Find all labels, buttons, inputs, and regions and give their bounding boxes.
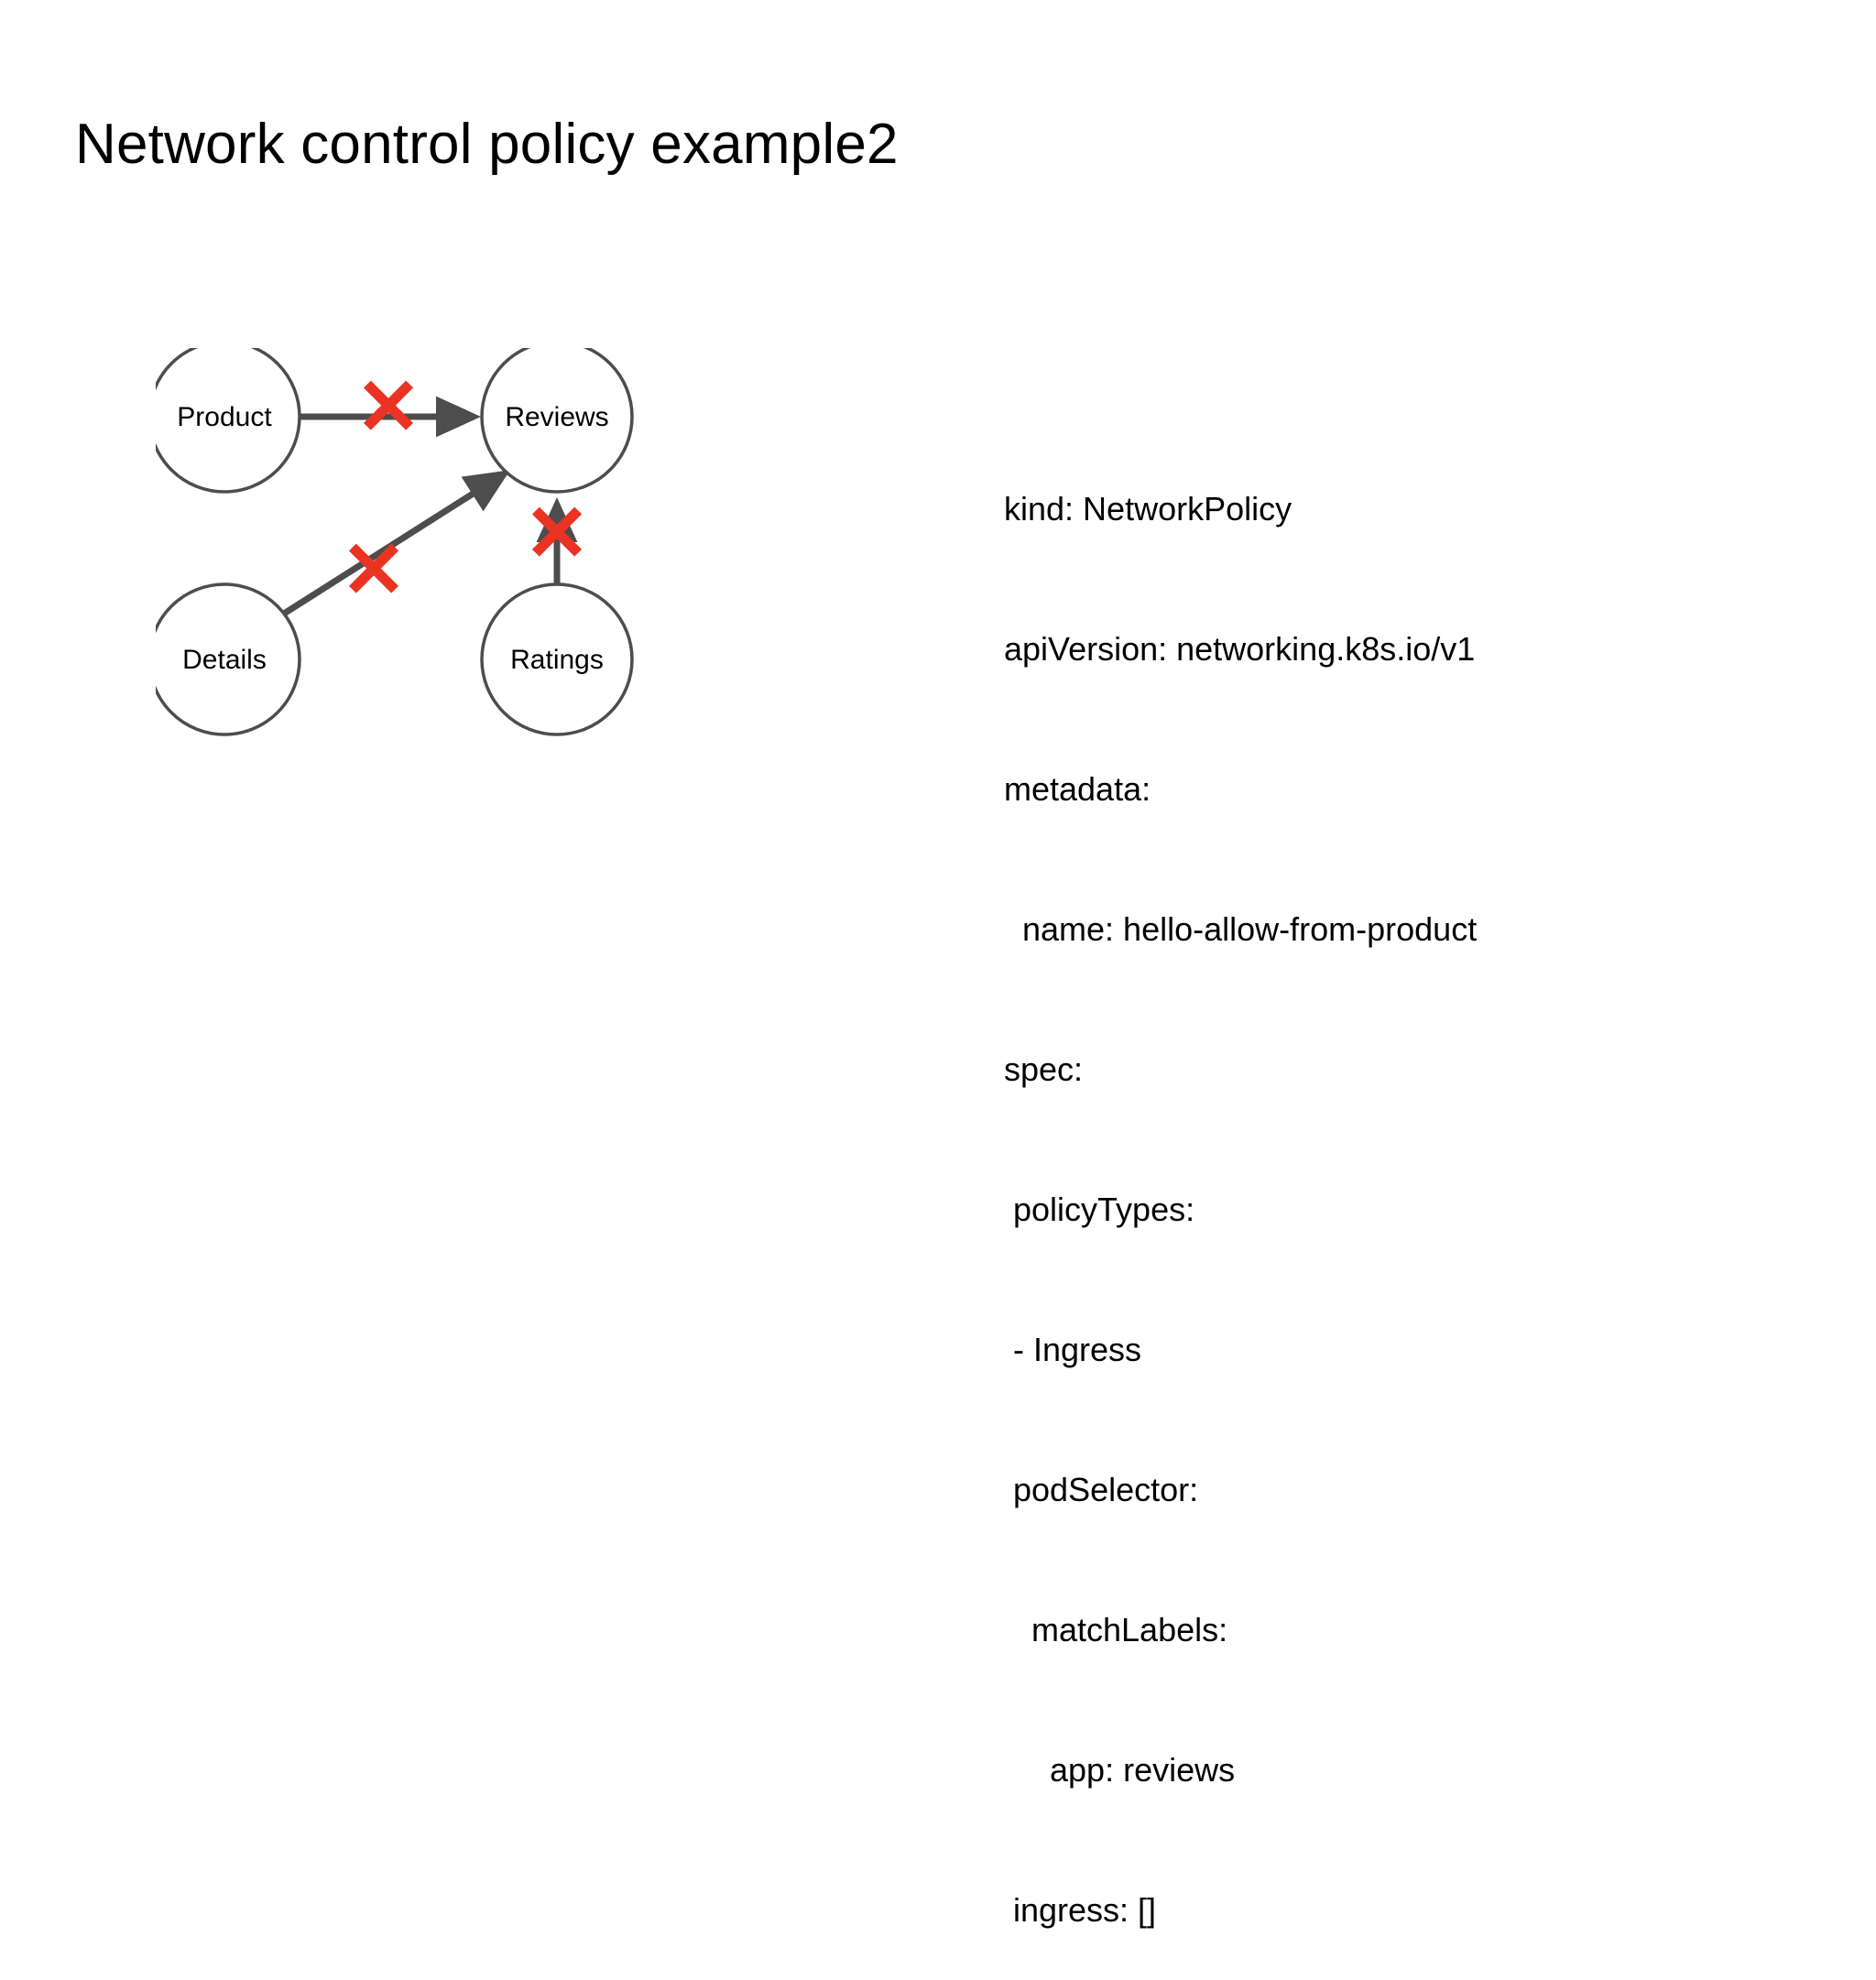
yaml-line: policyTypes: bbox=[1004, 1191, 1195, 1228]
node-reviews-label: Reviews bbox=[505, 402, 608, 432]
service-graph-diagram: Product Reviews Details Ratings ✕ ✕ ✕ bbox=[156, 348, 852, 879]
edge-details-to-reviews bbox=[282, 470, 510, 616]
blocked-x-icon-ratings-reviews: ✕ bbox=[524, 490, 590, 578]
yaml-line: app: reviews bbox=[1004, 1751, 1236, 1789]
node-product-label: Product bbox=[177, 402, 272, 432]
yaml-line: metadata: bbox=[1004, 770, 1151, 808]
yaml-line: matchLabels: bbox=[1004, 1611, 1228, 1648]
yaml-line: spec: bbox=[1004, 1050, 1084, 1088]
yaml-line: - Ingress bbox=[1004, 1331, 1142, 1368]
yaml-line: kind: NetworkPolicy bbox=[1004, 490, 1292, 528]
node-details[interactable]: Details bbox=[156, 582, 301, 736]
yaml-line: apiVersion: networking.k8s.io/v1 bbox=[1004, 630, 1476, 668]
node-ratings-label: Ratings bbox=[510, 645, 604, 675]
network-policy-yaml: kind: NetworkPolicy apiVersion: networki… bbox=[1004, 392, 1609, 1980]
yaml-line: ingress: [] bbox=[1004, 1891, 1157, 1929]
node-reviews[interactable]: Reviews bbox=[480, 348, 634, 494]
slide-content-edge bbox=[71, 0, 72, 1055]
blocked-x-icon-details-reviews: ✕ bbox=[341, 527, 407, 615]
node-ratings[interactable]: Ratings bbox=[480, 582, 634, 736]
blocked-x-icon-product-reviews: ✕ bbox=[355, 364, 421, 451]
page-title: Network control policy example2 bbox=[75, 113, 899, 176]
node-details-label: Details bbox=[182, 645, 267, 675]
node-product[interactable]: Product bbox=[156, 348, 301, 494]
yaml-line: name: hello-allow-from-product bbox=[1004, 910, 1478, 948]
yaml-line: podSelector: bbox=[1004, 1471, 1199, 1508]
